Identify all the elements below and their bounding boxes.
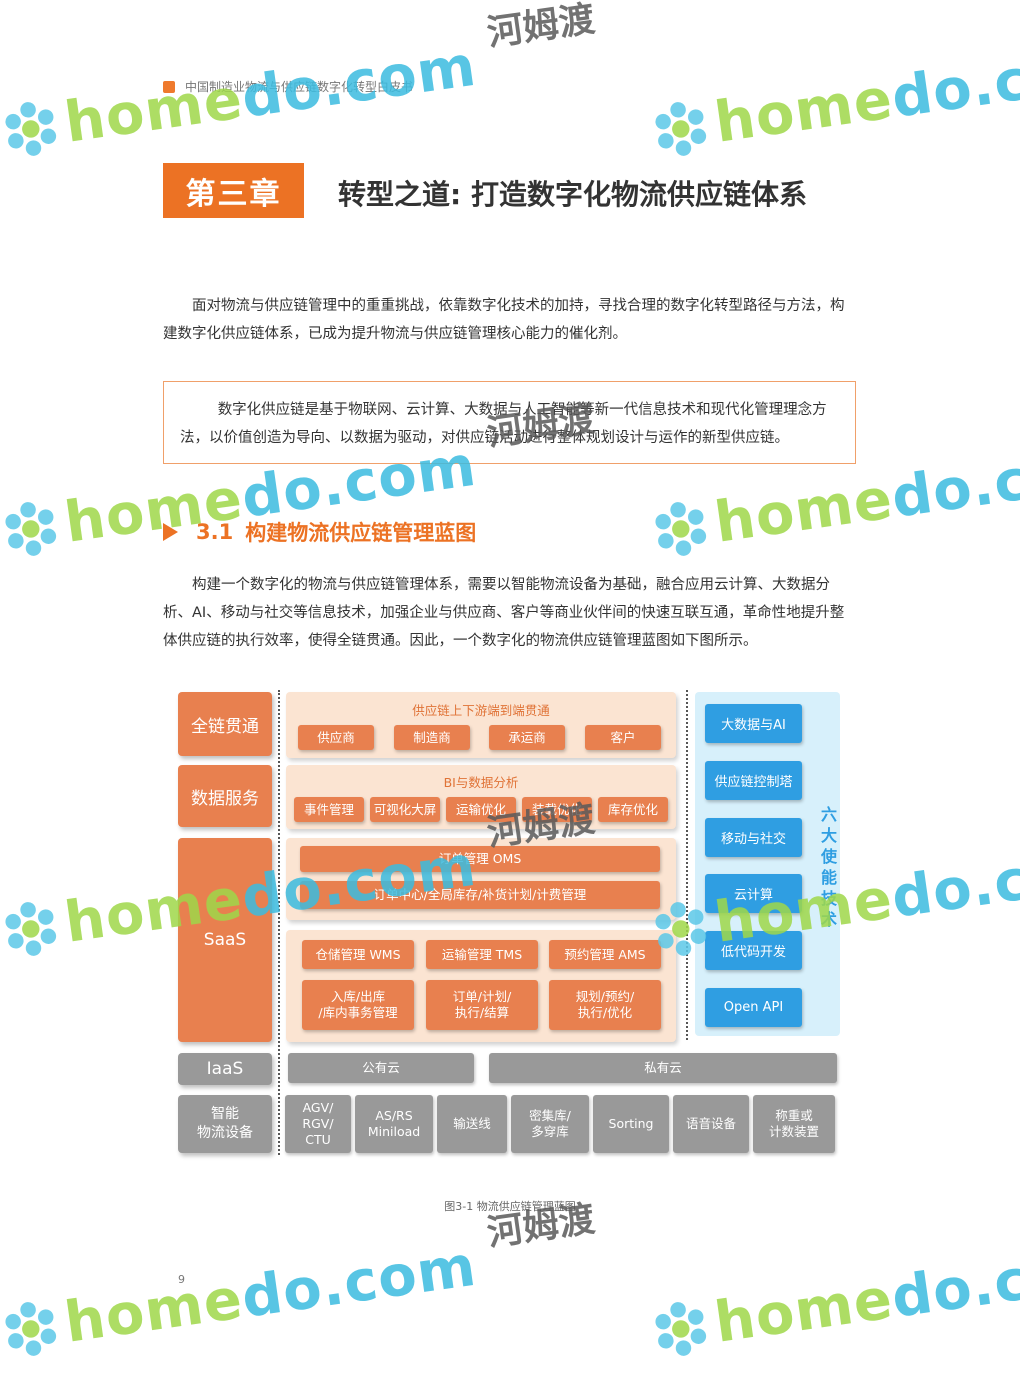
system-ams: 预约管理 AMS	[549, 940, 661, 969]
chapter-label: 第三章	[163, 163, 304, 218]
bi-item: 事件管理	[294, 797, 364, 822]
watermark-brand-b: do.com	[237, 1233, 481, 1331]
flower-logo-icon	[5, 501, 57, 556]
watermark-brand-b: do.com	[887, 33, 1020, 131]
watermark-brand-a: home	[710, 66, 897, 156]
tech-item: 大数据与AI	[705, 704, 802, 743]
chain-item: 供应商	[298, 725, 374, 750]
bi-panel-title: BI与数据分析	[443, 775, 519, 790]
definition-box	[163, 381, 856, 464]
watermark-brand-a: home	[60, 1266, 247, 1356]
layer-label-devices: 智能 物流设备	[178, 1095, 272, 1153]
bi-item: 可视化大屏	[370, 797, 440, 822]
watermark-brand-a: home	[710, 466, 897, 556]
chain-item: 客户	[585, 725, 661, 750]
flower-logo-icon	[655, 1301, 707, 1356]
watermark-brand-cn: 河姆渡	[484, 0, 598, 54]
section-paragraph: 构建一个数字化的物流与供应链管理体系，需要以智能物流设备为基础，融合应用云计算、…	[163, 577, 845, 649]
chain-item: 制造商	[394, 725, 470, 750]
blueprint-diagram: 全链贯通 数据服务 SaaS IaaS 智能 物流设备 供应链上下游端到端贯通 …	[178, 690, 844, 1155]
device-sorting: Sorting	[593, 1095, 669, 1153]
page-number: 9	[178, 1273, 185, 1286]
device-conveyor: 输送线	[437, 1095, 507, 1153]
public-cloud: 公有云	[288, 1053, 474, 1083]
bi-panel: BI与数据分析 事件管理 可视化大屏 运输优化 装载优化 库存优化	[286, 765, 676, 829]
private-cloud: 私有云	[489, 1053, 837, 1083]
flower-logo-icon	[655, 501, 707, 556]
intro-paragraph: 面对物流与供应链管理中的重重挑战，依靠数字化技术的加持，寻找合理的数字化转型路径…	[163, 298, 845, 342]
watermark-brand-b: do.com	[887, 1233, 1020, 1331]
chapter-title: 转型之道: 打造数字化物流供应链体系	[338, 178, 807, 211]
system-ams-detail: 规划/预约/ 执行/优化	[549, 980, 661, 1030]
tech-item: 供应链控制塔	[705, 761, 802, 800]
layer-label-data: 数据服务	[178, 765, 272, 827]
system-wms: 仓储管理 WMS	[302, 940, 414, 969]
flower-logo-icon	[5, 901, 57, 956]
flower-logo-icon	[655, 101, 707, 156]
chain-panel: 供应链上下游端到端贯通 供应商 制造商 承运商 客户	[286, 692, 676, 758]
system-tms-detail: 订单/计划/ 执行/结算	[426, 980, 538, 1030]
tech-item: 移动与社交	[705, 818, 802, 857]
section-number: 3.1	[196, 520, 234, 544]
figure-caption: 图3-1 物流供应链管理蓝图	[444, 1200, 576, 1213]
watermark-brand-a: home	[710, 1266, 897, 1356]
flower-logo-icon	[5, 101, 57, 156]
device-asrs: AS/RS Miniload	[355, 1095, 433, 1153]
triangle-bullet-icon	[163, 523, 178, 541]
running-header: 中国制造业物流与供应链数字化转型白皮书	[163, 78, 413, 95]
running-header-title: 中国制造业物流与供应链数字化转型白皮书	[185, 80, 414, 94]
separator-right	[686, 690, 688, 1040]
chain-panel-title: 供应链上下游端到端贯通	[412, 703, 550, 718]
layer-label-saas: SaaS	[178, 838, 272, 1042]
tech-item: 低代码开发	[705, 931, 802, 970]
separator-left	[278, 690, 280, 1155]
oms-sub-bar: 订单中心/全局库存/补货计划/计费管理	[300, 881, 660, 909]
header-marker-icon	[163, 80, 175, 93]
layer-label-chain: 全链贯通	[178, 692, 272, 756]
chain-item: 承运商	[489, 725, 565, 750]
system-tms: 运输管理 TMS	[426, 940, 538, 969]
bi-item: 运输优化	[446, 797, 516, 822]
tech-item: 云计算	[705, 874, 802, 913]
tech-item: Open API	[705, 988, 802, 1027]
watermark-brand-b: do.com	[887, 833, 1020, 931]
bi-item: 装载优化	[522, 797, 592, 822]
device-weighing: 称重或 计数装置	[753, 1095, 835, 1153]
bi-item: 库存优化	[598, 797, 668, 822]
layer-label-iaas: IaaS	[178, 1053, 272, 1085]
device-agv: AGV/ RGV/ CTU	[285, 1095, 351, 1153]
oms-panel: 订单管理 OMS 订单中心/全局库存/补货计划/计费管理	[286, 838, 676, 920]
execution-panel: 仓储管理 WMS 运输管理 TMS 预约管理 AMS 入库/出库 /库内事务管理…	[286, 930, 676, 1042]
device-dense-storage: 密集库/ 多穿库	[511, 1095, 589, 1153]
section-heading: 3.1 构建物流供应链管理蓝图	[163, 517, 476, 547]
oms-title-bar: 订单管理 OMS	[300, 846, 660, 872]
definition-text: 数字化供应链是基于物联网、云计算、大数据与人工智能等新一代信息技术和现代化管理理…	[180, 402, 827, 446]
flower-logo-icon	[5, 1301, 57, 1356]
tech-side-label: 六大使能技术	[820, 805, 837, 929]
tech-panel: 大数据与AI 供应链控制塔 移动与社交 云计算 低代码开发 Open API 六…	[695, 692, 840, 1036]
section-title: 构建物流供应链管理蓝图	[245, 521, 477, 545]
watermark-brand-b: do.com	[887, 433, 1020, 531]
system-wms-detail: 入库/出库 /库内事务管理	[302, 980, 414, 1030]
device-voice: 语音设备	[673, 1095, 749, 1153]
